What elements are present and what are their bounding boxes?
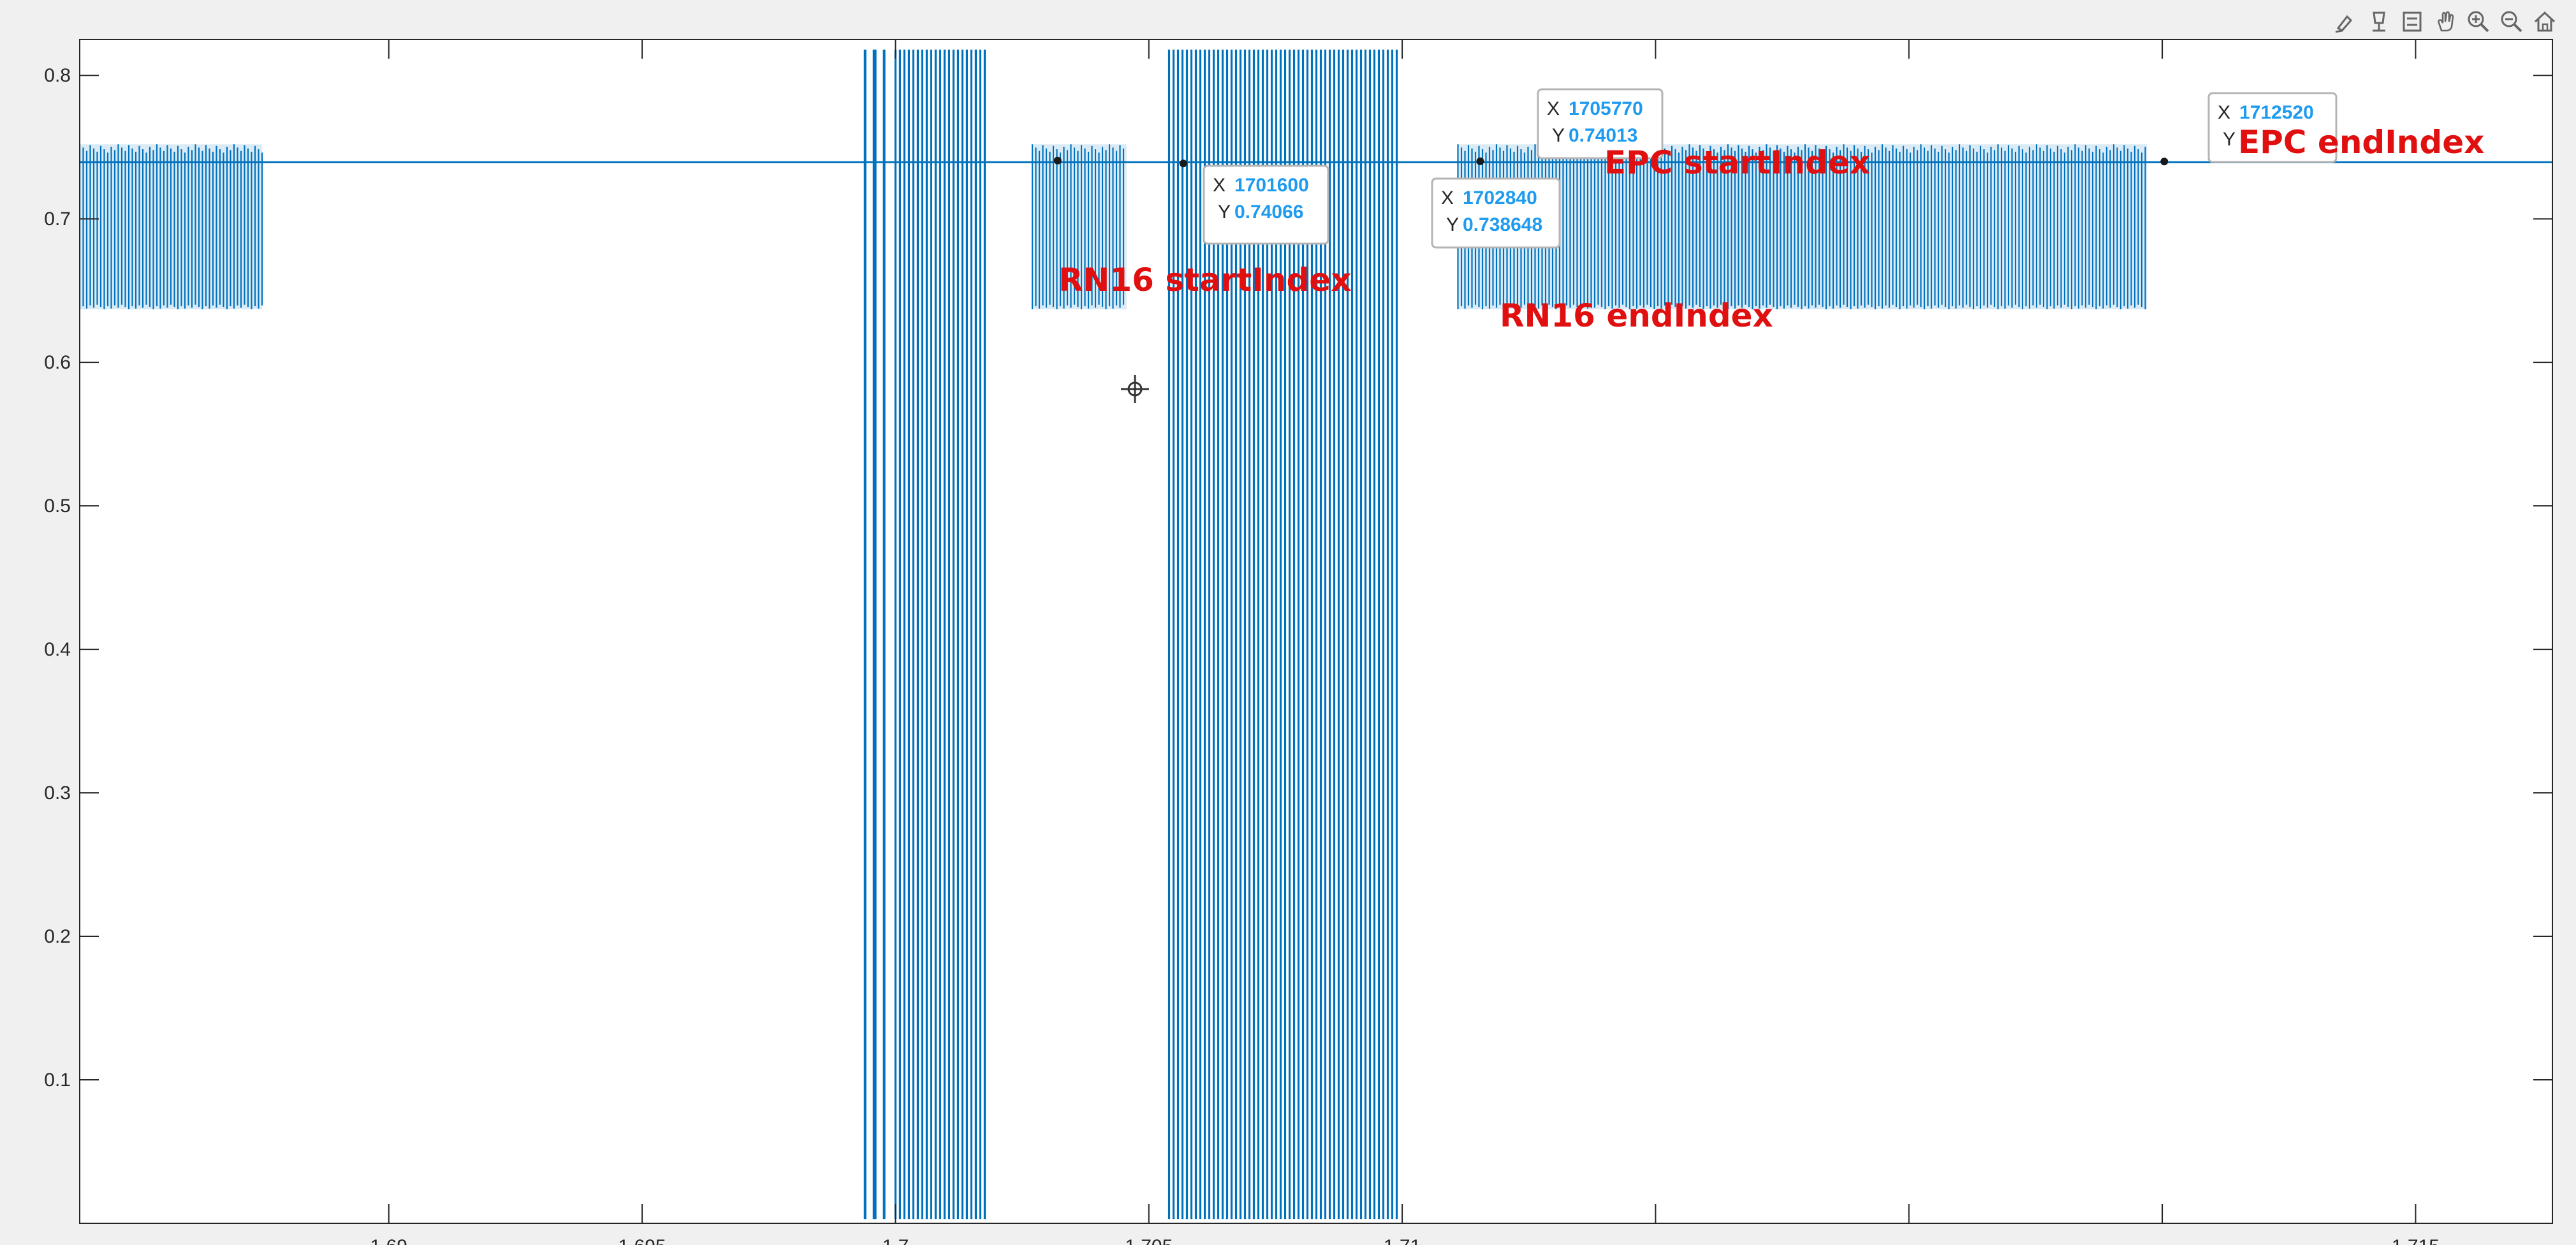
datatip-box	[1203, 165, 1329, 245]
burst-trace	[80, 144, 263, 309]
y-tick-label: 0.2	[44, 926, 71, 947]
y-tick-label: 0.8	[44, 65, 71, 86]
datatip-box	[1431, 177, 1561, 249]
home-tool-button[interactable]	[2529, 6, 2560, 37]
x-tick-label: 1.71	[1384, 1236, 1421, 1245]
annotation-label: RN16 startIndex	[1058, 262, 1351, 298]
y-tick-label: 0.4	[44, 639, 71, 660]
datatip-x-value: 1705770	[1569, 98, 1643, 119]
pan-tool-button[interactable]	[2430, 6, 2461, 37]
datatip-box	[2207, 92, 2338, 163]
datatip-tool-button[interactable]	[2364, 6, 2394, 37]
burst-envelope	[1458, 144, 2148, 309]
legend-icon	[2403, 11, 2422, 32]
datatip-box	[1537, 88, 1664, 159]
signal-dense	[1167, 49, 1398, 1219]
datatip-y-key: Y	[2223, 129, 2236, 150]
datatip-y-key: Y	[1446, 214, 1459, 235]
signal-burst	[1457, 144, 2148, 309]
signal-dense	[894, 49, 986, 1219]
x-tick-label: 1.7	[882, 1236, 909, 1245]
annotation-label: RN16 endIndex	[1500, 297, 1773, 334]
datatip-marker[interactable]	[2160, 158, 2169, 166]
datatip-marker[interactable]	[1179, 159, 1187, 168]
datatip-x-key: X	[1213, 175, 1226, 196]
y-tick-label: 0.6	[44, 352, 71, 373]
y-tick-label: 0.5	[44, 496, 71, 517]
series-group	[80, 49, 2552, 1219]
brush-tool-button[interactable]	[2331, 6, 2361, 37]
datatip-x-value: 1702840	[1463, 188, 1537, 209]
signal-burst	[1031, 144, 1127, 309]
burst-trace	[1031, 144, 1125, 309]
datatip-x-key: X	[2218, 102, 2230, 123]
pan-icon	[2438, 11, 2454, 32]
annotation-label: EPC endIndex	[2238, 124, 2484, 161]
zoom-in-icon	[2468, 11, 2489, 33]
y-tick-label: 0.1	[44, 1070, 71, 1091]
axes-toolbar	[2331, 6, 2560, 42]
zoom-out-tool-button[interactable]	[2496, 6, 2527, 37]
datatip-x-key: X	[1547, 98, 1560, 119]
datatip-y-key: Y	[1552, 125, 1565, 146]
signal-burst	[80, 144, 263, 309]
datatip-x-value: 1712520	[2239, 102, 2314, 123]
datatip-x-value: 1701600	[1234, 175, 1309, 196]
dense-trace	[1167, 49, 1398, 1219]
y-tick-label: 0.7	[44, 209, 71, 230]
datatip-y-value: 0.738648	[1463, 214, 1542, 235]
brush-icon	[2335, 15, 2353, 33]
axes-box	[79, 39, 2553, 1224]
datatip-marker[interactable]	[1476, 157, 1484, 165]
zoom-in-tool-button[interactable]	[2463, 6, 2494, 37]
legend-tool-button[interactable]	[2397, 6, 2427, 37]
x-tick-label: 1.695	[618, 1236, 666, 1245]
dense-trace	[894, 49, 986, 1219]
x-tick-label: 1.715	[2392, 1236, 2440, 1245]
datatip-x-key: X	[1441, 188, 1454, 209]
x-tick-label: 1.705	[1125, 1236, 1173, 1245]
datatip-y-key: Y	[1218, 202, 1231, 223]
home-icon	[2534, 11, 2556, 32]
x-tick-label: 1.69	[370, 1236, 407, 1245]
crosshair-cursor-icon	[1121, 375, 1149, 403]
datatip-y-value: 0.74066	[1234, 202, 1303, 223]
datatip-marker[interactable]	[1053, 156, 1062, 165]
datatip-icon	[2373, 11, 2385, 32]
y-tick-label: 0.3	[44, 783, 71, 804]
datatip-y-value: 0.74013	[1569, 125, 1637, 146]
zoom-out-icon	[2501, 11, 2522, 33]
annotation-label: EPC startIndex	[1604, 144, 1870, 181]
burst-envelope	[1032, 144, 1127, 309]
